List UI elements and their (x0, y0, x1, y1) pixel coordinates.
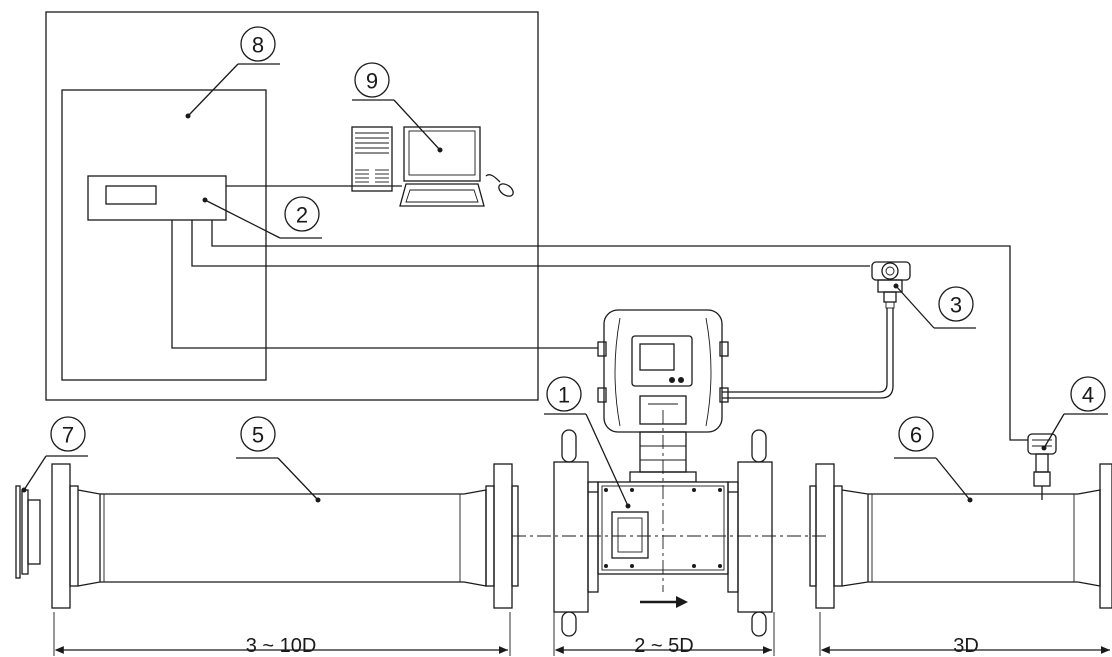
upstream-pipe (51, 463, 519, 609)
callout-2-number: 2 (296, 203, 308, 228)
dimension-downstream (819, 612, 1110, 656)
flow-conditioner (15, 485, 41, 579)
dimension-upstream (53, 612, 511, 656)
ultrasonic-flow-meter (553, 309, 773, 637)
downstream-pipe (809, 463, 1112, 609)
callout-3: 3 (893, 283, 976, 329)
computer-tower (351, 126, 393, 192)
callout-2: 2 (202, 196, 322, 239)
dimension-meter (553, 612, 775, 656)
callout-9-number: 9 (366, 69, 378, 94)
computer-monitor (399, 126, 485, 207)
flow-direction-arrow (640, 596, 688, 608)
flow-computer (87, 175, 227, 221)
callout-1-number: 1 (558, 383, 570, 408)
callout-7: 7 (21, 416, 88, 493)
callout-5: 5 (236, 416, 321, 503)
callout-6: 6 (894, 416, 973, 503)
temperature-transmitter (1027, 433, 1057, 500)
dimension-label-meter: 2 ~ 5D (634, 635, 693, 657)
callout-4-number: 4 (1082, 383, 1094, 408)
callout-3-number: 3 (950, 293, 962, 318)
callout-9: 9 (352, 62, 443, 153)
callout-4: 4 (1041, 376, 1108, 451)
dimension-label-upstream: 3 ~ 10D (246, 635, 317, 657)
control-room-enclosure (45, 11, 539, 401)
callout-5-number: 5 (252, 423, 264, 448)
callout-8-number: 8 (252, 33, 264, 58)
callout-8: 8 (185, 26, 280, 119)
dimension-label-downstream: 3D (953, 635, 979, 657)
computer-mouse (485, 174, 514, 197)
callout-1: 1 (544, 376, 631, 509)
callout-7-number: 7 (62, 423, 74, 448)
callout-6-number: 6 (910, 423, 922, 448)
pressure-transmitter (871, 261, 911, 309)
control-cabinet (61, 89, 267, 381)
